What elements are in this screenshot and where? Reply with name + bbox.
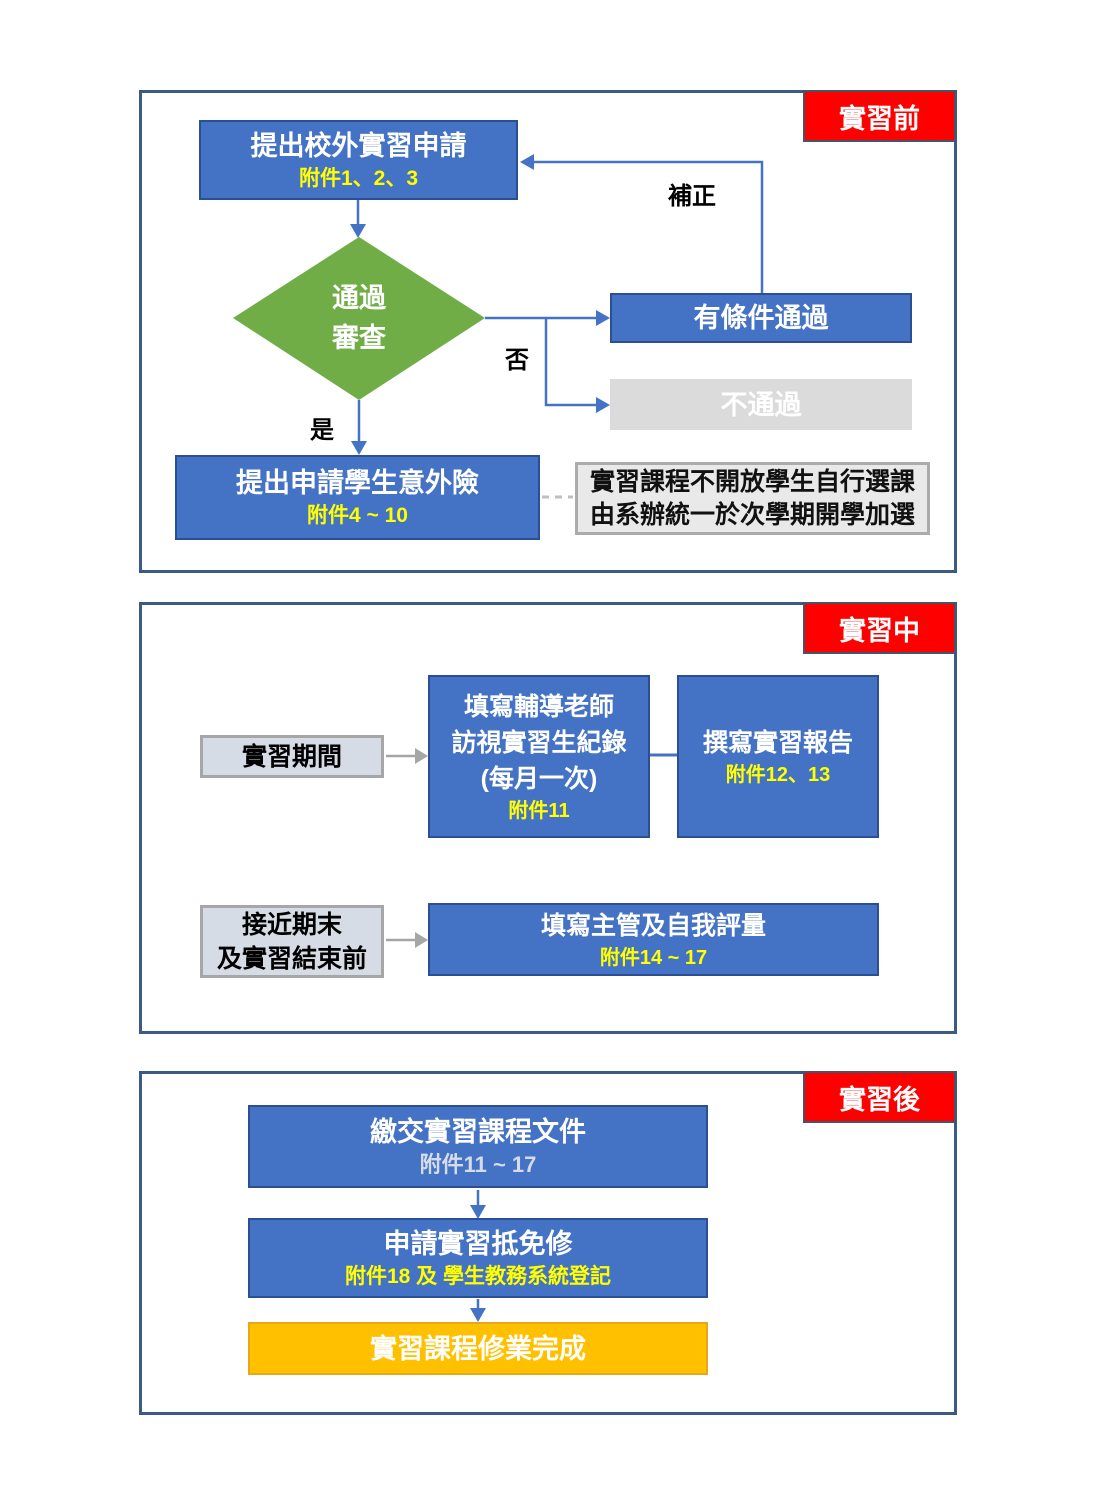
arrow-period-to-visit xyxy=(386,748,428,764)
arrow-decision-to-conditional-pass xyxy=(485,310,610,326)
step-credit-attachments: 附件18 及 學生教務系統登記 xyxy=(344,1264,612,1288)
condition-internship-period: 實習期間 xyxy=(200,735,384,778)
stage-tab-after: 實習後 xyxy=(803,1071,956,1123)
arrow-decision-to-fail xyxy=(544,318,610,413)
arrow-credit-to-complete xyxy=(470,1299,486,1322)
arrow-submit-to-credit xyxy=(470,1190,486,1219)
stage-tab-after-label: 實習後 xyxy=(839,1084,920,1115)
arrow-apply-to-decision xyxy=(350,200,366,238)
step-apply-insurance: 提出申請學生意外險 附件4 ~ 10 xyxy=(175,455,540,540)
decision-diamond xyxy=(233,237,485,400)
step-evaluation: 填寫主管及自我評量 附件14 ~ 17 xyxy=(428,903,879,976)
step-report-attachments: 附件12、13 xyxy=(725,763,831,786)
step-evaluation-attachments: 附件14 ~ 17 xyxy=(599,946,708,969)
stage-tab-during-label: 實習中 xyxy=(839,615,920,646)
decision-review-label: 通過 審查 xyxy=(332,283,386,353)
stage-tab-during: 實習中 xyxy=(803,602,956,654)
step-insurance-title: 提出申請學生意外險 xyxy=(236,468,479,498)
step-apply-title: 提出校外實習申請 xyxy=(250,130,467,161)
arrow-supplement-return xyxy=(520,154,764,293)
edge-label-no: 否 xyxy=(505,347,529,374)
edge-label-yes: 是 xyxy=(310,417,334,444)
step-course-complete: 實習課程修業完成 xyxy=(248,1322,708,1375)
step-submit-documents: 繳交實習課程文件 附件11 ~ 17 xyxy=(248,1105,708,1188)
step-visit-record: 填寫輔導老師 訪視實習生紀錄 (每月一次) 附件11 xyxy=(428,675,650,838)
step-apply-credit: 申請實習抵免修 附件18 及 學生教務系統登記 xyxy=(248,1218,708,1298)
stage-tab-before-label: 實習前 xyxy=(839,103,920,134)
step-not-pass: 不通過 xyxy=(610,379,912,430)
step-submit-attachments: 附件11 ~ 17 xyxy=(419,1151,537,1177)
arrow-nearend-to-eval xyxy=(386,932,428,948)
stage-tab-before: 實習前 xyxy=(803,90,956,142)
step-conditional-pass: 有條件通過 xyxy=(610,293,912,343)
step-insurance-attachments: 附件4 ~ 10 xyxy=(307,504,408,527)
condition-near-end: 接近期末 及實習結束前 xyxy=(200,905,384,978)
edge-label-supplement: 補正 xyxy=(668,183,716,210)
step-apply-internship: 提出校外實習申請 附件1、2、3 xyxy=(199,120,518,200)
note-course-selection: 實習課程不開放學生自行選課 由系辦統一於次學期開學加選 xyxy=(575,462,930,535)
step-apply-attachments: 附件1、2、3 xyxy=(298,166,419,190)
arrow-decision-to-insurance xyxy=(351,400,367,455)
step-write-report: 撰寫實習報告 附件12、13 xyxy=(677,675,879,838)
step-visit-attachments: 附件11 xyxy=(508,799,570,822)
